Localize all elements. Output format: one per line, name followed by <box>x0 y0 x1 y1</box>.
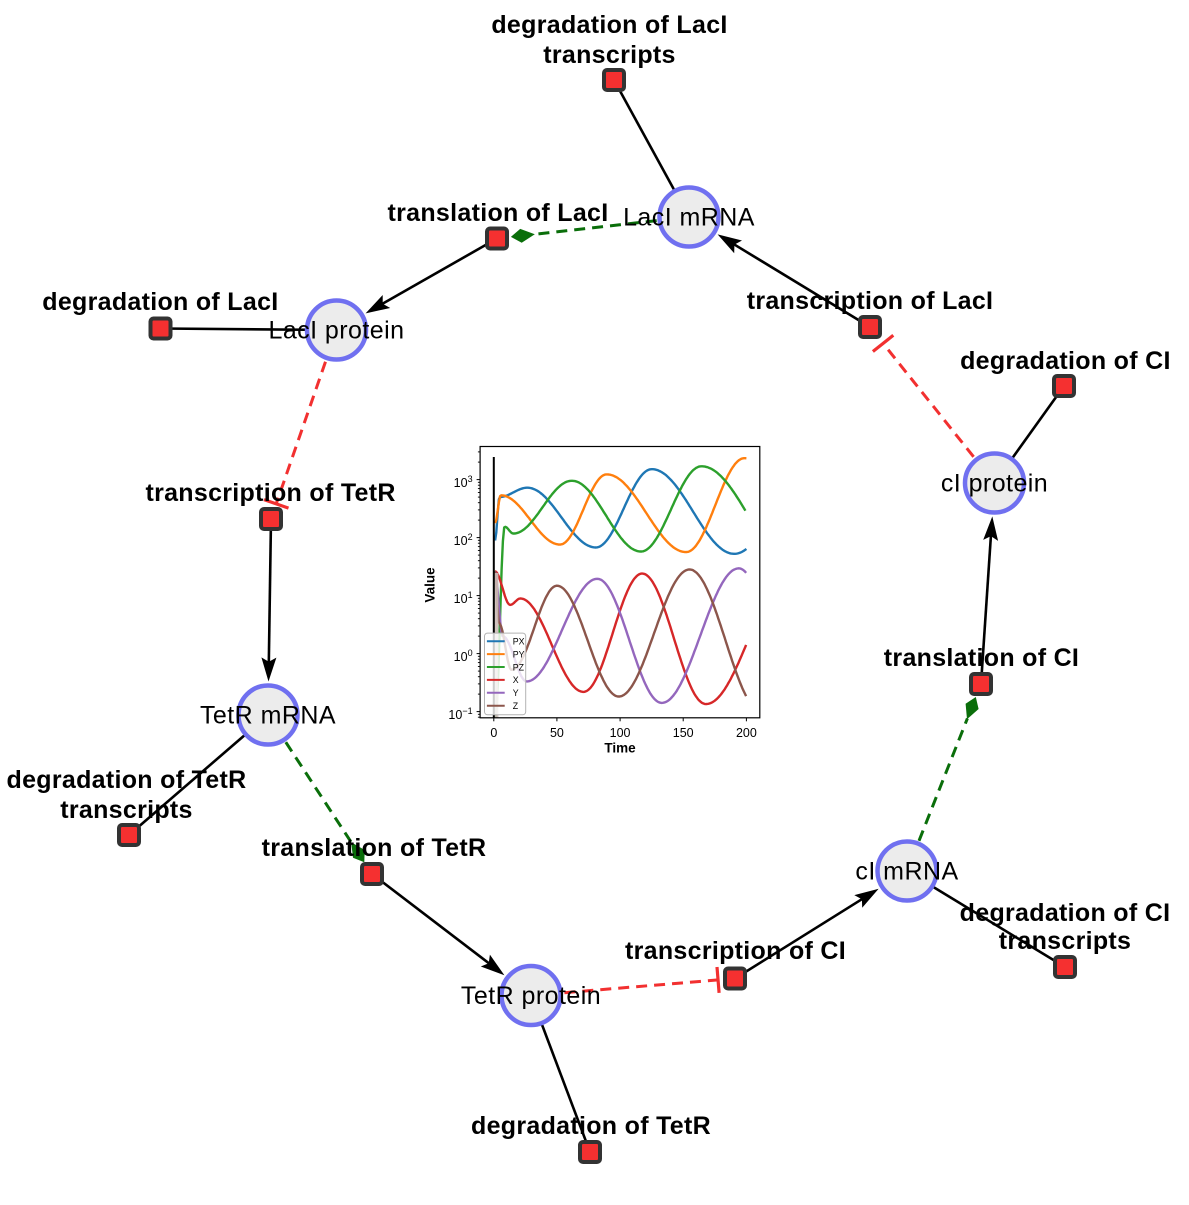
svg-text:degradation of TetR: degradation of TetR <box>7 766 247 794</box>
svg-text:cI mRNA: cI mRNA <box>855 858 958 886</box>
svg-text:PY: PY <box>513 649 525 659</box>
svg-text:translation of CI: translation of CI <box>884 644 1079 672</box>
svg-text:translation of LacI: translation of LacI <box>387 199 608 227</box>
svg-text:Y: Y <box>513 688 519 698</box>
svg-text:LacI protein: LacI protein <box>268 317 404 345</box>
svg-text:transcripts: transcripts <box>999 927 1132 955</box>
svg-text:degradation of CI: degradation of CI <box>960 899 1171 927</box>
svg-text:PX: PX <box>513 637 525 647</box>
svg-text:transcripts: transcripts <box>543 41 676 69</box>
svg-text:Value: Value <box>423 567 438 603</box>
svg-text:degradation of CI: degradation of CI <box>960 347 1171 375</box>
svg-text:degradation of LacI: degradation of LacI <box>42 288 278 316</box>
svg-text:translation of TetR: translation of TetR <box>262 834 487 862</box>
svg-text:degradation of TetR: degradation of TetR <box>471 1112 711 1140</box>
svg-text:100: 100 <box>610 726 631 740</box>
svg-text:200: 200 <box>736 726 757 740</box>
svg-text:50: 50 <box>550 726 564 740</box>
svg-text:transcription of CI: transcription of CI <box>625 937 846 965</box>
svg-text:transcription of TetR: transcription of TetR <box>145 479 395 507</box>
svg-text:150: 150 <box>673 726 694 740</box>
svg-text:cI protein: cI protein <box>941 470 1048 498</box>
svg-text:0: 0 <box>490 726 497 740</box>
svg-text:Z: Z <box>513 701 519 711</box>
svg-text:X: X <box>513 675 519 685</box>
svg-text:PZ: PZ <box>513 662 525 672</box>
svg-text:degradation of LacI: degradation of LacI <box>491 11 727 39</box>
svg-text:LacI mRNA: LacI mRNA <box>623 204 755 232</box>
svg-text:TetR protein: TetR protein <box>461 982 601 1010</box>
svg-text:transcription of LacI: transcription of LacI <box>747 287 994 315</box>
svg-text:TetR mRNA: TetR mRNA <box>200 702 336 730</box>
svg-text:transcripts: transcripts <box>60 796 193 824</box>
svg-text:Time: Time <box>604 740 636 755</box>
